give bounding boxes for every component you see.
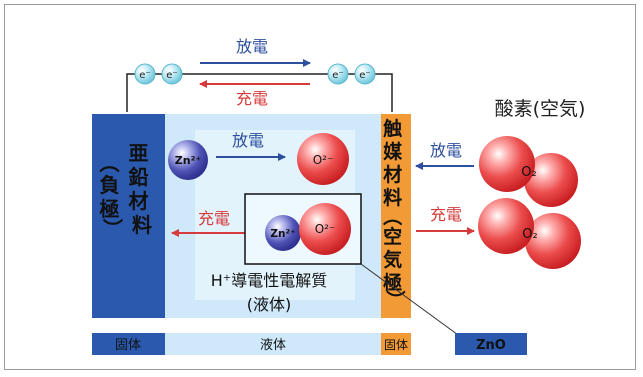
discharge-label-inner: 放電 [232, 131, 264, 150]
zno-pointer-line [360, 263, 466, 341]
zno-box [455, 333, 527, 355]
oxygen-atom [525, 213, 581, 269]
zno-label: ZnO [476, 338, 506, 353]
anode-zinc [92, 114, 165, 318]
electrolyte-state: (液体) [247, 295, 292, 314]
state-bar-liquid-label: 液体 [260, 338, 286, 353]
charge-label-top: 充電 [236, 89, 268, 108]
state-bar-solid-left [92, 333, 165, 355]
electron-label: e⁻ [139, 70, 150, 81]
electron-sphere [354, 63, 376, 85]
state-bar-solid-right [381, 333, 411, 355]
zn-ion-sphere-complex [265, 215, 301, 251]
o-ion-label: O²⁻ [313, 153, 334, 167]
electron-label: e⁻ [166, 70, 177, 81]
charge-label-inner: 充電 [198, 209, 230, 228]
o2-molecule-lower: O₂ [478, 198, 581, 269]
electron-label: e⁻ [359, 70, 370, 81]
zn-ion-label-complex: Zn²⁺ [270, 228, 295, 240]
oxygen-atom [524, 153, 578, 207]
o-ion-sphere-complex [299, 203, 351, 255]
cathode-label: 触 媒 材 料 ︵ 空 気 極 ︶ [383, 117, 409, 312]
cathode-catalyst [381, 114, 411, 318]
oxygen-atom [479, 136, 535, 192]
charge-label-right: 充電 [430, 205, 462, 224]
state-bar-solid-right-label: 固体 [384, 338, 408, 352]
electron-sphere [134, 63, 156, 85]
o2-molecule-upper: O₂ [479, 136, 578, 207]
oxygen-air-label: 酸素(空気) [495, 98, 586, 120]
electron-label: e⁻ [332, 70, 343, 81]
zn-ion-label: Zn²⁺ [175, 154, 202, 167]
discharge-label-top: 放電 [236, 37, 268, 56]
figure-frame [4, 4, 636, 370]
discharge-label-right: 放電 [430, 141, 462, 160]
o2-label: O₂ [521, 165, 536, 180]
oxygen-atom [478, 198, 534, 254]
state-bar-liquid [165, 333, 381, 355]
anode-sub-label: ︵ 負 極 ︶ [99, 151, 127, 241]
state-bar-solid-left-label: 固体 [115, 338, 141, 353]
electron-group-right: e⁻ e⁻ [327, 63, 376, 85]
electron-sphere [327, 63, 349, 85]
anode-label: 亜 鉛 材 料 [129, 141, 156, 237]
external-circuit-wire [126, 73, 393, 112]
electron-group-left: e⁻ e⁻ [134, 63, 183, 85]
electrolyte-label: H⁺導電性電解質 [211, 271, 327, 290]
o-ion-label-complex: O²⁻ [315, 222, 336, 236]
electron-sphere [161, 63, 183, 85]
o-ion-sphere [297, 133, 349, 185]
o2-label: O₂ [522, 227, 537, 242]
zn-ion-sphere [168, 140, 208, 180]
